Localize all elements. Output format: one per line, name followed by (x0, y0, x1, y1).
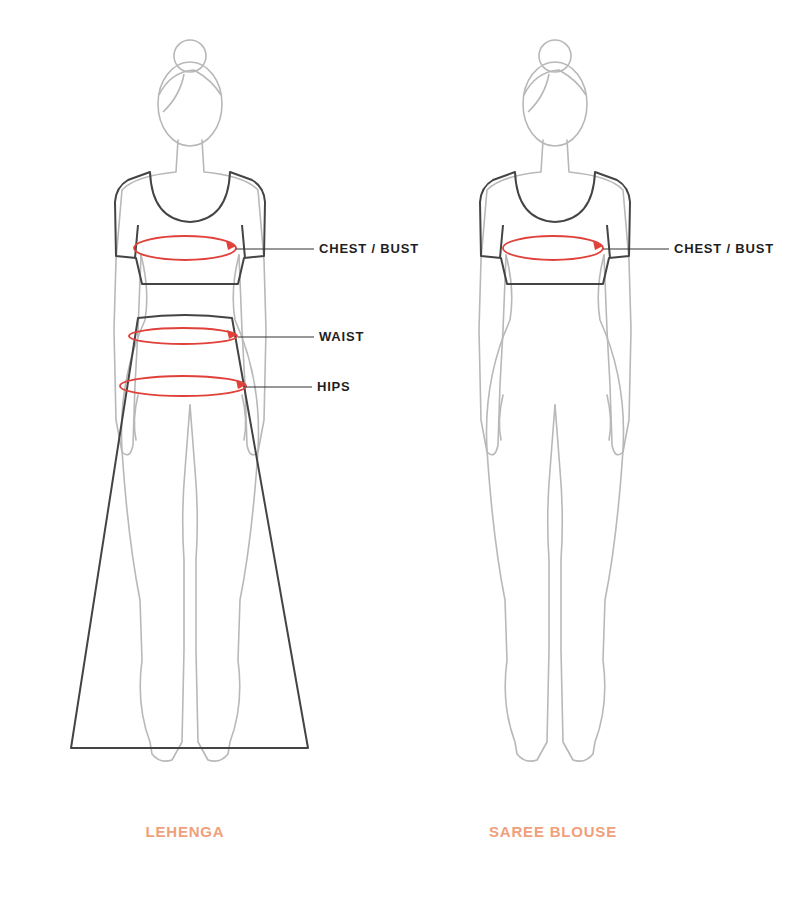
figure-caption: LEHENGA (146, 823, 225, 841)
measure-label: WAIST (319, 329, 364, 345)
leader-line (603, 248, 669, 249)
leader-line (236, 248, 314, 249)
measure-label: CHEST / BUST (674, 241, 774, 257)
lehenga-figure (71, 40, 308, 761)
saree-blouse-figure (479, 40, 631, 761)
measure-label: HIPS (317, 379, 351, 395)
measure-label: CHEST / BUST (319, 241, 419, 257)
leader-line (246, 386, 312, 387)
figure-caption: SAREE BLOUSE (489, 823, 617, 841)
leader-line (238, 336, 314, 337)
